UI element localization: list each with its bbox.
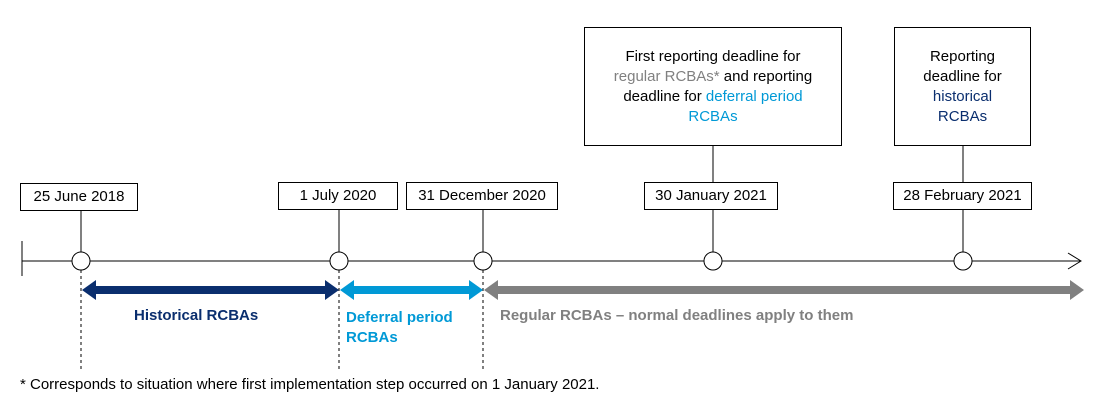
- date-label: 1 July 2020: [299, 187, 377, 204]
- date-label: 28 February 2021: [903, 187, 1022, 204]
- deferral-label-line1: Deferral period: [346, 309, 453, 326]
- deferral-arrow: [340, 280, 483, 300]
- date-box-d2: 1 July 2020: [278, 182, 398, 210]
- historical-period-label: Historical RCBAs: [134, 307, 259, 324]
- regular-period-label: Regular RCBAs – normal deadlines apply t…: [500, 307, 854, 324]
- date-label: 31 December 2020: [418, 187, 546, 204]
- date-box-d1: 25 June 2018: [20, 183, 138, 211]
- date-label: 30 January 2021: [655, 187, 767, 204]
- deferral-period-label: Deferral period RCBAs: [346, 308, 453, 348]
- regular-arrow: [484, 280, 1084, 300]
- timeline-arrowhead: [1067, 252, 1082, 270]
- callout-text: and reporting: [719, 67, 813, 85]
- marker-d3: [473, 251, 493, 271]
- marker-d5: [953, 251, 973, 271]
- footnote: * Corresponds to situation where first i…: [20, 376, 600, 393]
- callout-line: regular RCBAs* and reporting: [614, 67, 812, 87]
- callout-line: deadline for: [923, 67, 1002, 85]
- callout-historical-reporting-deadline: Reporting deadline for historical RCBAs: [894, 27, 1031, 146]
- marker-d4: [703, 251, 723, 271]
- callout-line: First reporting deadline for: [625, 47, 801, 65]
- callout-deferral-text: deferral period: [705, 87, 803, 105]
- marker-d1: [71, 251, 91, 271]
- date-label: 25 June 2018: [33, 188, 125, 205]
- callout-line: deadline for deferral period: [614, 87, 812, 107]
- callout-regular-text: regular RCBAs*: [613, 67, 720, 85]
- marker-d2: [329, 251, 349, 271]
- date-box-d3: 31 December 2020: [406, 182, 558, 210]
- callout-historical-text: historical: [932, 87, 993, 105]
- historical-arrow: [82, 280, 339, 300]
- callout-deferral-text-2: RCBAs: [688, 107, 738, 125]
- callout-line: Reporting: [929, 47, 996, 65]
- callout-text: deadline for: [623, 87, 706, 105]
- callout-first-reporting-deadline: First reporting deadline for regular RCB…: [584, 27, 842, 146]
- date-box-d4: 30 January 2021: [644, 182, 778, 210]
- deferral-label-line2: RCBAs: [346, 329, 398, 346]
- callout-historical-text-2: RCBAs: [937, 107, 988, 125]
- date-box-d5: 28 February 2021: [893, 182, 1032, 210]
